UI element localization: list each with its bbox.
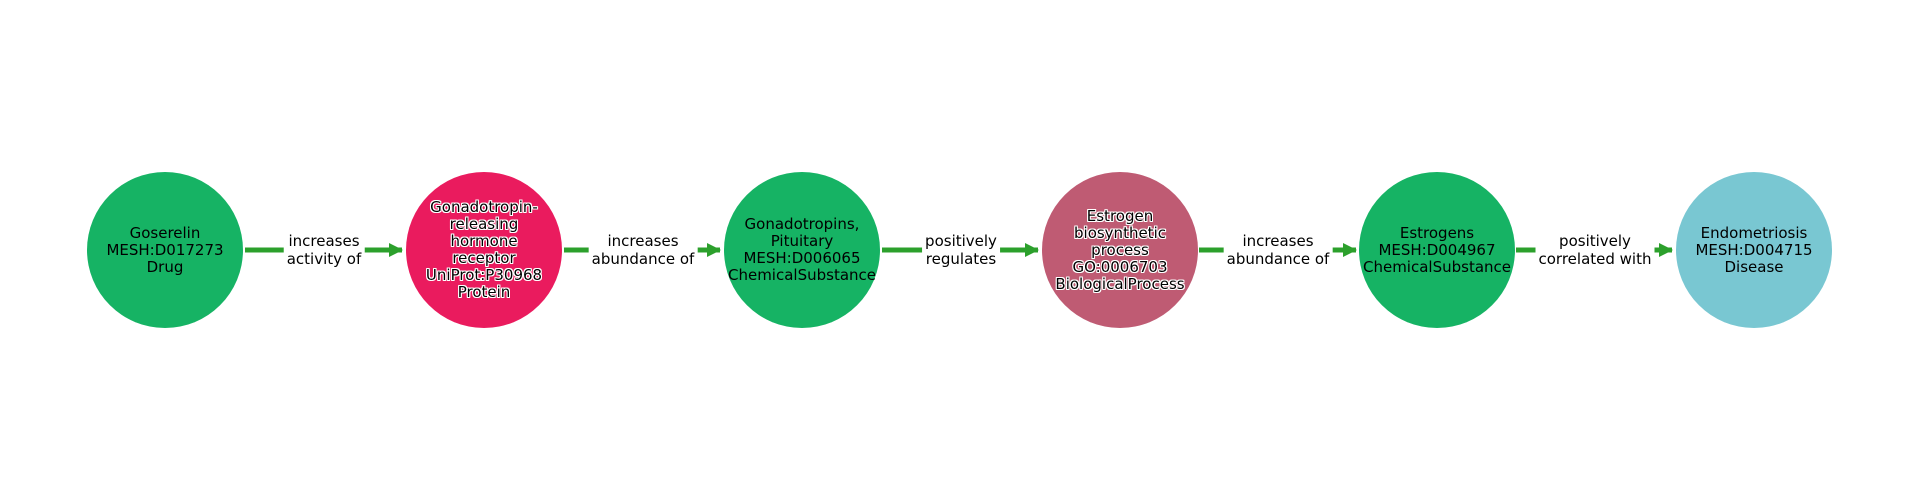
edge-label-increases-abundance-of-2: increases abundance of <box>1223 231 1333 269</box>
node-gonadotropins-pituitary-label: Gonadotropins, Pituitary MESH:D006065 Ch… <box>727 215 876 284</box>
node-gonadotropins-pituitary: Gonadotropins, Pituitary MESH:D006065 Ch… <box>724 172 880 328</box>
node-estrogens: Estrogens MESH:D004967 ChemicalSubstance <box>1359 172 1515 328</box>
node-gnrh-receptor-label: Gonadotropin- releasing hormone receptor… <box>425 198 543 301</box>
edge-label-positively-correlated-with: positively correlated with <box>1535 231 1655 269</box>
node-goserelin-label: Goserelin MESH:D017273 Drug <box>106 223 224 276</box>
node-endometriosis-label: Endometriosis MESH:D004715 Disease <box>1695 223 1813 276</box>
node-estrogen-biosynthetic-process: Estrogen biosynthetic process GO:0006703… <box>1042 172 1198 328</box>
node-estrogen-biosynthetic-process-label: Estrogen biosynthetic process GO:0006703… <box>1055 206 1185 293</box>
node-estrogens-label: Estrogens MESH:D004967 ChemicalSubstance <box>1362 223 1511 276</box>
edge-label-increases-abundance-of-1: increases abundance of <box>588 231 698 269</box>
edge-label-increases-activity-of: increases activity of <box>283 231 365 269</box>
node-goserelin: Goserelin MESH:D017273 Drug <box>87 172 243 328</box>
node-gnrh-receptor: Gonadotropin- releasing hormone receptor… <box>406 172 562 328</box>
edge-label-positively-regulates: positively regulates <box>922 231 1000 269</box>
node-endometriosis: Endometriosis MESH:D004715 Disease <box>1676 172 1832 328</box>
